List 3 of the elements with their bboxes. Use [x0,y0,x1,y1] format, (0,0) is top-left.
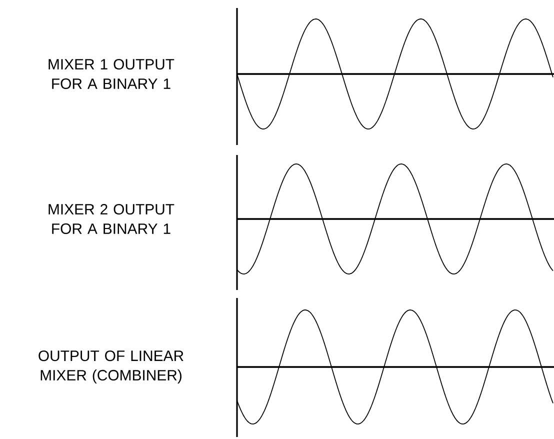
waveform-label: OUTPUT OF LINEAR MIXER (COMBINER) [38,350,184,384]
waveform-label: MIXER 2 OUTPUT FOR A BINARY 1 [48,204,174,234]
waveform-label: MIXER 1 OUTPUT FOR A BINARY 1 [48,58,174,89]
